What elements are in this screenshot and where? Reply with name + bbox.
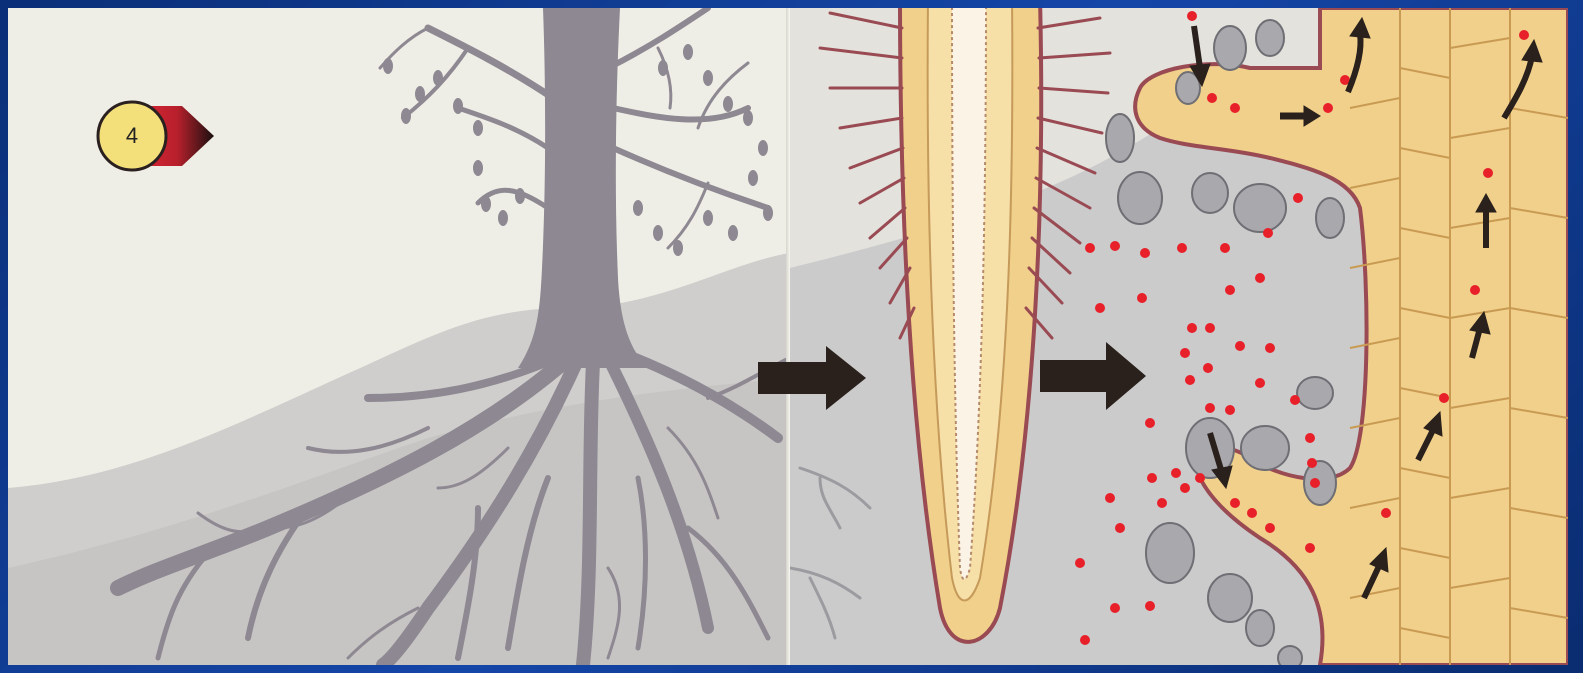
root-absorption-svg: [790, 8, 1568, 665]
step-number-label: 4: [94, 98, 170, 174]
right-page-root-cells: [790, 8, 1568, 665]
step-badge: 4: [94, 98, 216, 174]
left-page-tree-illustration: 4: [8, 8, 790, 665]
